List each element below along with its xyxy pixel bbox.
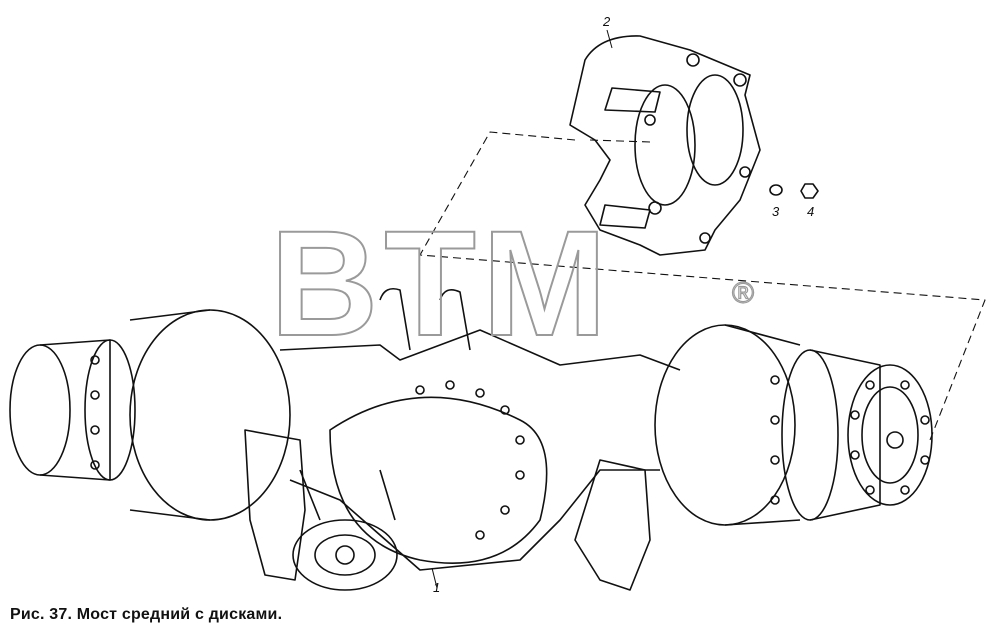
brake-disc-part: [569, 35, 761, 256]
right-brake-bracket: [574, 459, 651, 591]
figure-caption: Рис. 37. Мост средний с дисками.: [10, 606, 283, 623]
callout-1-leader: [431, 567, 438, 589]
right-hub: [654, 324, 933, 526]
axle-housing: [279, 287, 681, 591]
washer: [769, 184, 783, 196]
watermark-text: BTM: [270, 215, 613, 345]
callout-2-leader: [606, 29, 613, 49]
callout-2: 2: [603, 14, 611, 29]
btm-watermark: BTM ®: [270, 215, 755, 345]
left-hub: [9, 309, 291, 521]
nut: [800, 183, 819, 199]
callout-3: 3: [772, 204, 780, 219]
left-brake-bracket: [244, 429, 306, 581]
callout-4: 4: [807, 204, 815, 219]
callout-1: 1: [433, 580, 441, 595]
assembly-dashed-lines: [419, 131, 986, 441]
registered-mark: ®: [732, 277, 754, 310]
